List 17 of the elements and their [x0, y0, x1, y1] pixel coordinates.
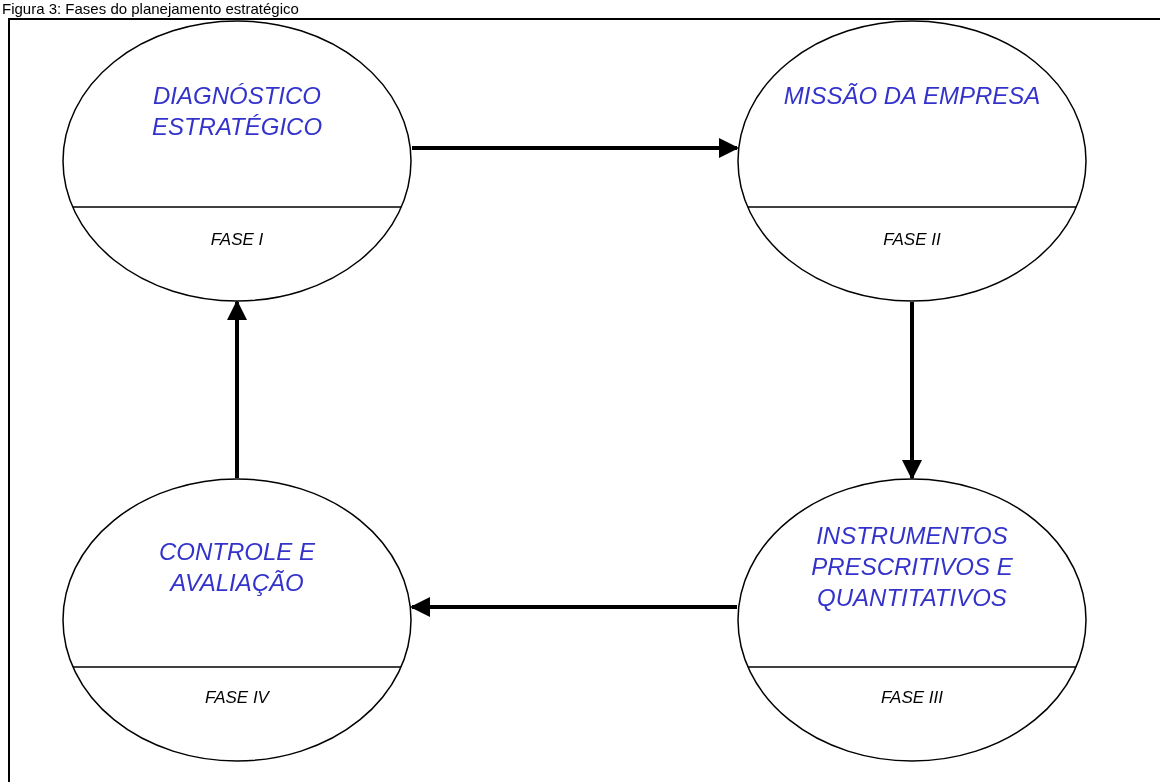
- arrow: [412, 138, 739, 158]
- phase-title: INSTRUMENTOS PRESCRITIVOS E QUANTITATIVOS: [810, 521, 1014, 613]
- phase-number: FASE I: [209, 230, 265, 250]
- phase-number: FASE III: [879, 688, 944, 708]
- phase-ellipse: [737, 20, 1087, 302]
- phase-ellipse: [62, 478, 412, 762]
- phase-title: MISSÃO DA EMPRESA: [782, 81, 1042, 111]
- phase-title: DIAGNÓSTICO ESTRATÉGICO: [150, 81, 324, 142]
- phase-ellipse: [737, 478, 1087, 762]
- phase-number: FASE II: [882, 230, 942, 250]
- arrow: [902, 302, 922, 480]
- phase-number: FASE IV: [204, 688, 271, 708]
- arrow: [410, 597, 737, 617]
- phase-ellipse: [62, 20, 412, 302]
- arrow: [227, 300, 247, 478]
- phase-title: CONTROLE E AVALIAÇÃO: [158, 537, 316, 598]
- figure-title: Figura 3: Fases do planejamento estratégico: [2, 0, 299, 17]
